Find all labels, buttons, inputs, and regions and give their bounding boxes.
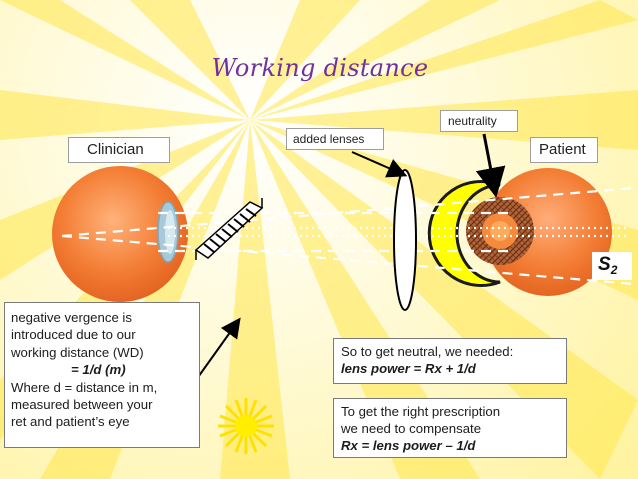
working-distance-arrow — [195, 317, 241, 381]
note-formula: = 1/d (m) — [71, 362, 126, 378]
neutrality-label: neutrality — [440, 110, 518, 132]
light-beams — [61, 186, 635, 286]
note-line: introduced due to our — [11, 327, 136, 343]
added-lenses-label: added lenses — [286, 128, 384, 150]
prescription-box: To get the right prescription we need to… — [333, 398, 567, 458]
s2-main: S — [598, 254, 611, 275]
note-line: working distance (WD) — [11, 344, 144, 360]
clinician-label: Clinician — [68, 137, 170, 163]
added-lenses-arrow — [351, 151, 408, 178]
s2-subscript: 2 — [610, 263, 618, 277]
s2-label: S2 — [592, 252, 632, 280]
box2-line2: we need to compensate — [341, 421, 482, 437]
sun-icon — [218, 398, 274, 454]
box2-formula: Rx = lens power – 1/d — [341, 438, 476, 454]
clinician-eye — [52, 166, 188, 302]
patient-label: Patient — [530, 137, 598, 163]
box1-formula: lens power = Rx + 1/d — [341, 361, 476, 377]
note-line: ret and patient’s eye — [11, 414, 130, 430]
note-line: negative vergence is — [11, 310, 132, 325]
retinoscope-icon — [194, 198, 264, 260]
working-distance-note: negative vergence is introduced due to o… — [4, 302, 200, 448]
note-line: Where d = distance in m, — [11, 379, 158, 395]
added-lens — [393, 169, 417, 311]
neutrality-arrow — [475, 133, 506, 198]
neutral-lens-power-box: So to get neutral, we needed: lens power… — [333, 338, 567, 384]
page-title: Working distance — [211, 54, 429, 82]
box1-line1: So to get neutral, we needed: — [341, 344, 514, 359]
patient-eye — [484, 168, 612, 296]
neutrality-reflex — [427, 180, 501, 287]
note-line: measured between your — [11, 397, 153, 413]
box2-line1: To get the right prescription — [341, 404, 501, 419]
